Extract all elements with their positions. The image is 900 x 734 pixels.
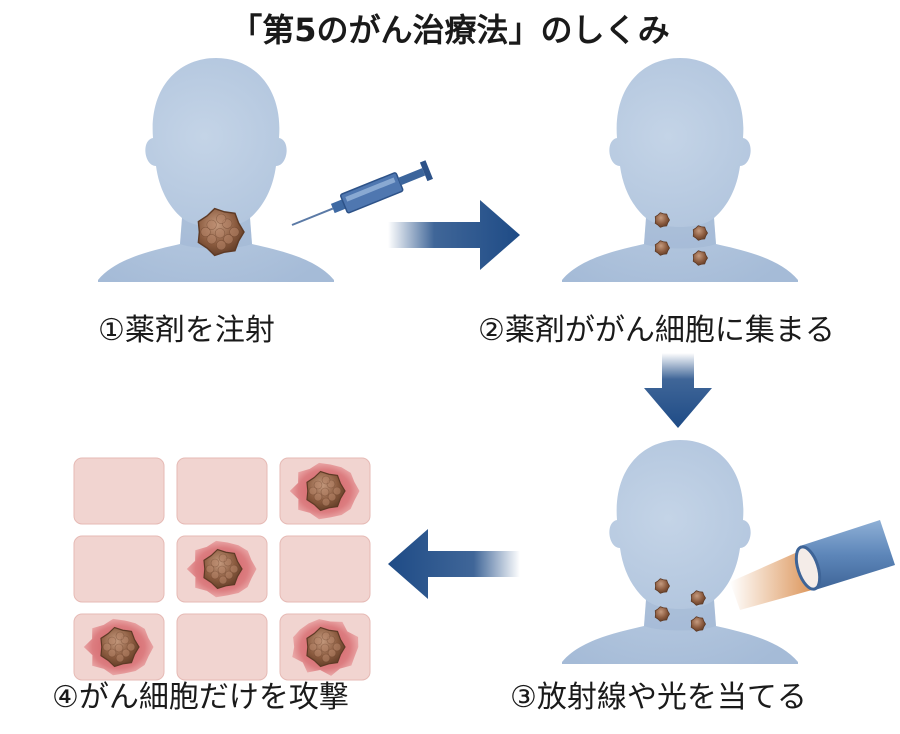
light-beam — [730, 550, 812, 610]
light-device-icon — [794, 520, 895, 591]
step3-label: ③放射線や光を当てる — [510, 680, 807, 715]
head-silhouette-3 — [562, 440, 798, 664]
tissue-cell-r2-c2 — [279, 613, 371, 681]
cancer-cell — [306, 470, 346, 512]
step1-label: ①薬剤を注射 — [98, 313, 275, 348]
cancer-cell-target-2 — [690, 590, 706, 606]
cancer-cell-target-4 — [690, 616, 706, 632]
head-silhouette-2 — [562, 58, 798, 282]
arrow-left-icon — [388, 529, 520, 599]
tissue-cell-r1-c2 — [279, 535, 371, 603]
cancer-cell — [306, 626, 346, 668]
syringe-icon — [291, 160, 433, 226]
cancer-cell — [203, 548, 243, 590]
tissue-cell-r2-c0 — [73, 613, 165, 681]
cancer-cell-small-1 — [654, 212, 670, 228]
tissue-cell-r2-c1 — [176, 613, 268, 681]
tissue-cell-r1-c0 — [73, 535, 165, 603]
page-title: 「第5のがん治療法」のしくみ — [230, 11, 670, 49]
tissue-cell-r1-c1 — [176, 535, 268, 603]
step4-label: ④がん細胞だけを攻撃 — [52, 680, 349, 715]
cancer-cell-target-1 — [654, 578, 670, 594]
cancer-cell-small-3 — [654, 240, 670, 256]
cancer-cell-target-3 — [654, 606, 670, 622]
arrow-right-icon — [388, 200, 520, 270]
cancer-cell-small-2 — [692, 225, 708, 241]
arrow-down-icon — [644, 353, 712, 428]
tissue-cell-r0-c0 — [73, 457, 165, 525]
cancer-cell-small-4 — [692, 250, 708, 266]
tumor-large — [197, 207, 245, 257]
tissue-grid — [73, 457, 371, 681]
step2-label: ②薬剤ががん細胞に集まる — [478, 313, 835, 348]
tissue-cell-r0-c1 — [176, 457, 268, 525]
cancer-cell — [100, 626, 140, 668]
tissue-cell-r0-c2 — [279, 457, 371, 525]
